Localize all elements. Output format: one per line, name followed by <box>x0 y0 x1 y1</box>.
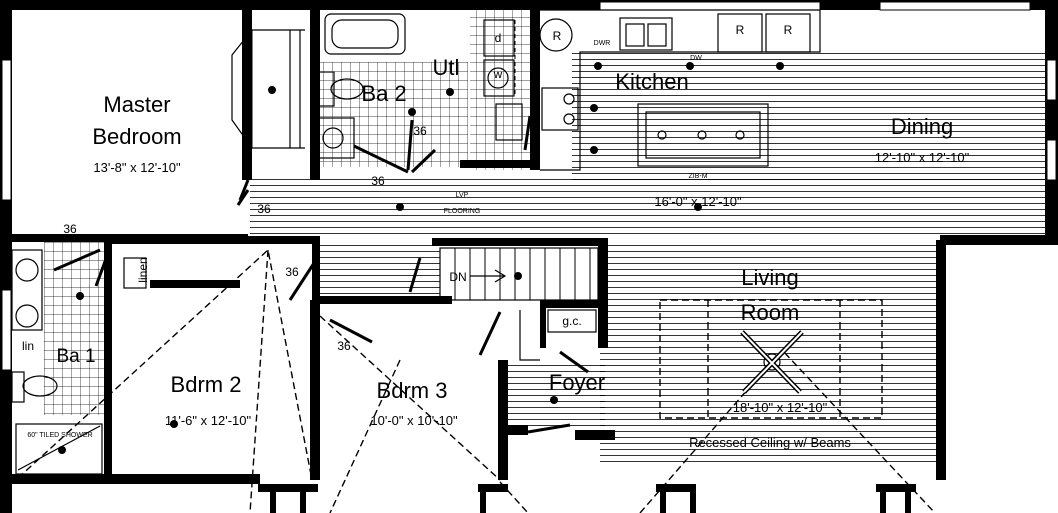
utl-name: Utl <box>433 55 460 80</box>
master-bedroom-name-2: Bedroom <box>92 124 181 149</box>
hall-dims: 16'-0" x 12'-10" <box>654 194 742 209</box>
bdrm3-dims: 10'-0" x 10'-10" <box>370 413 458 428</box>
flooring-label: FLOORING <box>444 208 481 215</box>
master-closet <box>231 29 305 149</box>
foyer-name: Foyer <box>549 370 605 395</box>
dining-dims: 12'-10" x 12'-10" <box>875 150 970 165</box>
door-width-2: 36 <box>371 174 385 188</box>
light-fixtures <box>58 62 784 454</box>
room-labels: Master Bedroom 13'-8" x 12'-10" Ba 2 Utl… <box>56 55 969 428</box>
bdrm2-dims: 11'-6" x 12'-10" <box>165 413 252 428</box>
windows <box>1 1 1057 371</box>
living-room-dims: 18'-10" x 12'-10" <box>733 400 828 415</box>
ceiling-fan-icon <box>740 330 804 394</box>
lin-label: lin <box>22 339 34 353</box>
ceiling-label: Recessed Ceiling w/ Beams <box>689 435 851 450</box>
tile-floor <box>44 10 530 415</box>
gc-closet <box>519 309 597 361</box>
dining-name: Dining <box>891 114 953 139</box>
lvp-label: LVP <box>456 192 469 199</box>
living-room-name-1: Living <box>741 265 798 290</box>
refrigerator-label-2: R <box>736 23 745 37</box>
dryer-label: d <box>495 31 502 45</box>
refrigerator-label-1: R <box>553 29 562 43</box>
stairs <box>439 247 599 301</box>
dishwasher-label: DW <box>690 55 702 62</box>
door-width-1: 36 <box>413 124 427 138</box>
door-width-5: 36 <box>285 265 299 279</box>
bdrm2-name: Bdrm 2 <box>171 372 242 397</box>
refrigerator-label-3: R <box>784 23 793 37</box>
lvp-flooring-hatch <box>250 52 1050 466</box>
zib-label: ZIB-M <box>688 173 707 180</box>
washer-label: w <box>493 67 503 81</box>
utility-fixtures <box>483 19 523 141</box>
living-room-name-2: Room <box>741 300 800 325</box>
plan-annotations: d w R R R DWR DW ZIB-M LVP FLOORING line… <box>22 23 851 450</box>
drawer-label: DWR <box>594 40 611 47</box>
shower-label: 60" TILED SHOWER <box>27 432 92 439</box>
vaulted-ceiling-lines <box>17 248 936 513</box>
linen-label: linen <box>136 257 150 282</box>
ba1-fixtures <box>11 249 147 475</box>
bdrm3-name: Bdrm 3 <box>377 378 448 403</box>
stairs-down-label: DN <box>449 270 466 284</box>
kitchen-fixtures <box>539 9 821 171</box>
door-width-4: 36 <box>63 222 77 236</box>
door-swings <box>53 115 589 434</box>
door-width-6: 36 <box>337 339 351 353</box>
kitchen-name: Kitchen <box>615 69 688 94</box>
gc-label: g.c. <box>562 314 581 328</box>
master-bedroom-name-1: Master <box>103 92 170 117</box>
ba1-name: Ba 1 <box>56 346 95 367</box>
ba2-name: Ba 2 <box>361 81 406 106</box>
door-width-3: 36 <box>257 202 271 216</box>
ba2-fixtures <box>317 13 406 159</box>
master-bedroom-dims: 13'-8" x 12'-10" <box>93 160 181 175</box>
